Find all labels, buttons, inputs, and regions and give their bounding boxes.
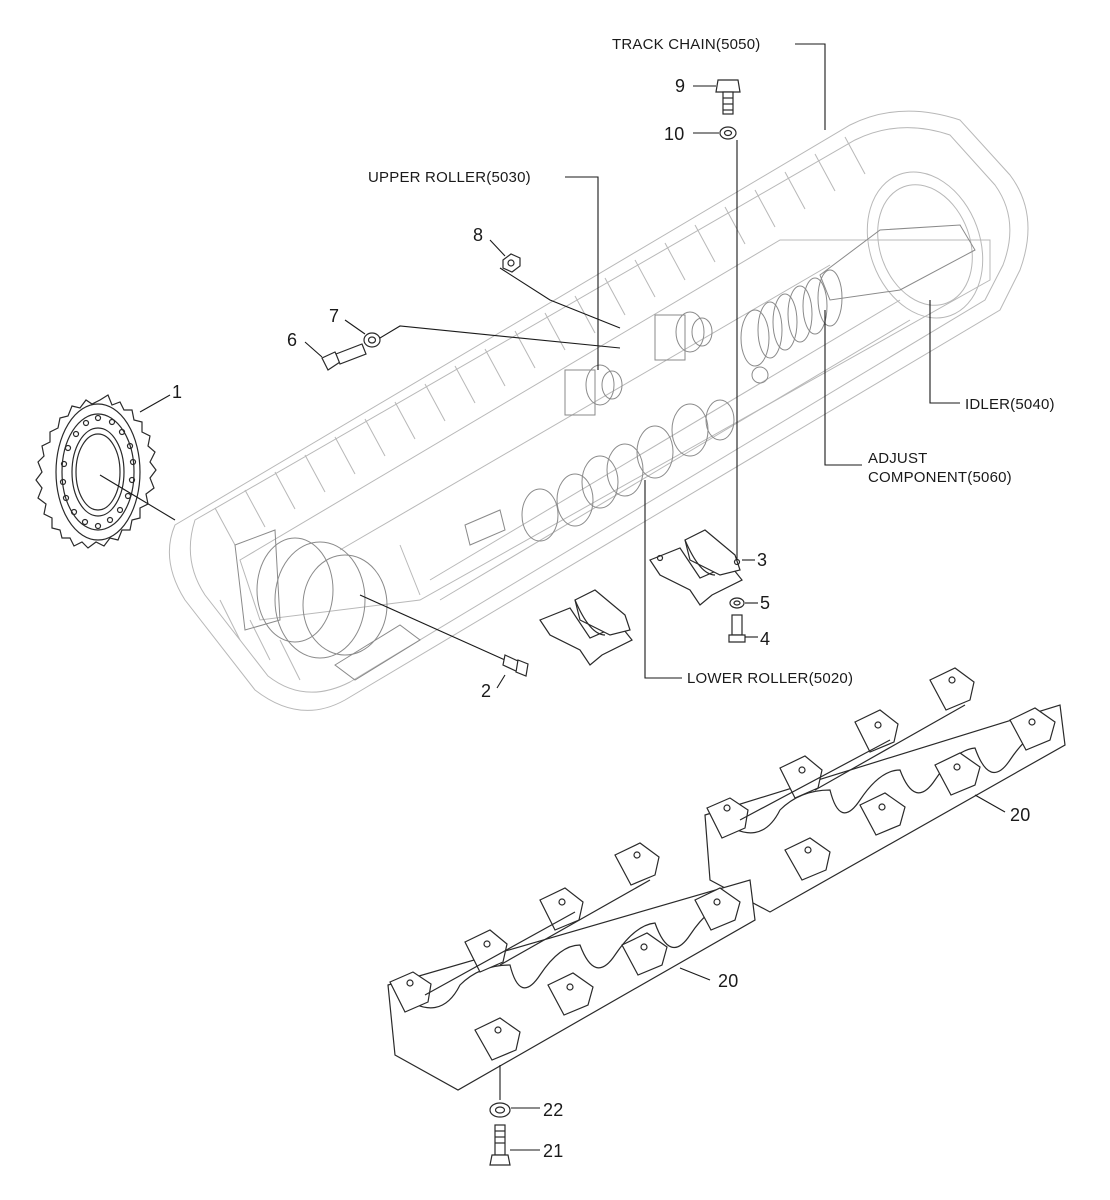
label-adjust-line1: ADJUST [868,450,928,467]
bolt-part-21 [489,1124,540,1166]
pad-lugs-upper [706,667,1056,881]
roller-guard-lower [539,589,633,666]
callout-7: 7 [329,306,339,326]
label-upper-roller: UPPER ROLLER(5030) [368,169,531,186]
idler-wheel [819,171,984,319]
callout-10: 10 [664,124,684,144]
nut-part-8 [489,239,621,329]
bolt-part-4 [728,140,758,643]
callout-1: 1 [172,382,182,402]
pad-lugs-lower [389,842,741,1061]
track-shoes [214,136,866,681]
callout-8: 8 [473,225,483,245]
upper-roller [564,311,713,416]
sprocket-bolt-holes [59,414,137,530]
washer-part-22 [489,1065,540,1118]
track-pad-segment-upper-part-20 [704,667,1066,913]
label-track-chain: TRACK CHAIN(5050) [612,36,760,53]
label-lower-roller: LOWER ROLLER(5020) [687,670,853,687]
callout-3: 3 [757,550,767,570]
callout-20-lower: 20 [718,971,738,991]
callout-5: 5 [760,593,770,613]
label-leaders [565,43,960,679]
label-adjust-line2: COMPONENT(5060) [868,469,1012,486]
washer-part-7 [344,319,621,349]
washer-part-5 [729,597,758,609]
adjust-spring [740,269,843,384]
washer-part-10 [693,126,737,140]
callout-22: 22 [543,1100,563,1120]
callout-6: 6 [287,330,297,350]
callout-20-upper: 20 [1010,805,1030,825]
callout-2: 2 [481,681,491,701]
callout-4: 4 [760,629,770,649]
sprocket-part-1 [35,394,176,549]
track-pad-segment-lower-part-20 [387,842,756,1091]
callout-9: 9 [675,76,685,96]
lower-rollers [464,399,735,546]
drive-motor [234,529,421,681]
callout-21: 21 [543,1141,563,1161]
bolt-part-9 [693,79,741,115]
track-frame-assembly [168,110,1029,711]
bolt-part-6 [304,341,367,371]
bolt-part-2 [359,594,529,689]
label-idler: IDLER(5040) [965,396,1055,413]
roller-guard-part-3 [649,529,755,606]
